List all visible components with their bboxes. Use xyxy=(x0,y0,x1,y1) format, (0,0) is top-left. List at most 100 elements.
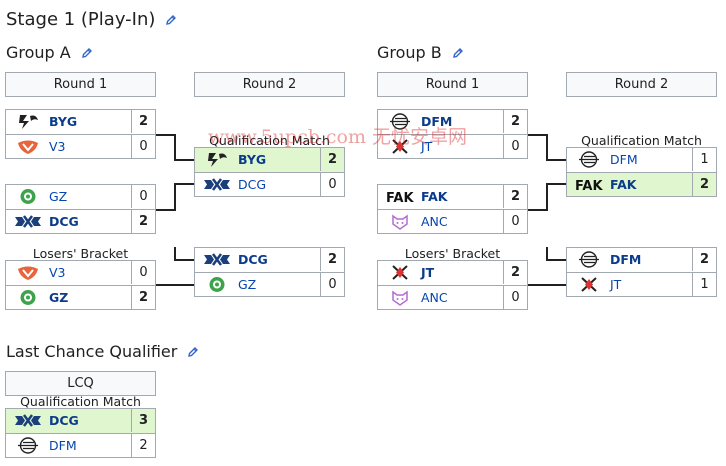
team-name[interactable]: JT xyxy=(610,277,622,292)
bracket-connector xyxy=(546,247,548,260)
team-row: JT 2 xyxy=(378,261,527,285)
bracket-connector xyxy=(528,284,566,286)
team-name[interactable]: BYG xyxy=(49,114,78,129)
team-name[interactable]: DFM xyxy=(610,252,642,267)
team-row: DFM 2 xyxy=(378,110,527,134)
team-score: 0 xyxy=(503,286,527,309)
stage-title-text: Stage 1 (Play-In) xyxy=(6,9,156,30)
team-row: DFM 1 xyxy=(567,148,716,172)
group-b-qualification-match: DFM 1 FAK 2 xyxy=(566,147,717,197)
team-row: GZ 0 xyxy=(6,185,155,209)
team-row: FAK 2 xyxy=(378,185,527,209)
bracket-connector xyxy=(174,134,176,161)
team-row: DCG 0 xyxy=(195,172,344,196)
bracket-connector xyxy=(528,134,547,136)
team-name[interactable]: DCG xyxy=(49,214,79,229)
lcq-match: DCG 3 DFM 2 xyxy=(5,408,156,458)
team-row: ANC 0 xyxy=(378,209,527,233)
bracket-connector xyxy=(174,247,176,260)
jt-logo-icon xyxy=(386,263,414,282)
group-b-losers-match2: DFM 2 JT 1 xyxy=(566,247,717,297)
team-name[interactable]: GZ xyxy=(238,277,257,292)
team-row: DFM 2 xyxy=(567,248,716,272)
group-a-r1-match2: GZ 0 DCG 2 xyxy=(5,184,156,234)
dcg-logo-icon xyxy=(14,411,42,430)
group-b-r1-match1: DFM 2 JT 0 xyxy=(377,109,528,159)
pencil-icon[interactable] xyxy=(81,47,93,59)
group-a-losers-match2: DCG 2 GZ 0 xyxy=(194,247,345,297)
team-score: 0 xyxy=(320,273,344,296)
team-name[interactable]: GZ xyxy=(49,189,68,204)
group-a-title: Group A xyxy=(6,43,93,62)
team-name[interactable]: DCG xyxy=(238,252,268,267)
team-score: 2 xyxy=(131,286,155,309)
group-a-round1-header: Round 1 xyxy=(5,72,156,97)
team-score: 2 xyxy=(131,434,155,457)
group-b-round1-header: Round 1 xyxy=(377,72,528,97)
team-name[interactable]: JT xyxy=(421,139,433,154)
byg-logo-icon xyxy=(203,150,231,169)
team-name[interactable]: FAK xyxy=(421,189,448,204)
group-a-r1-match1: BYG 2 V3 0 xyxy=(5,109,156,159)
team-score: 2 xyxy=(131,110,155,133)
team-row: GZ 2 xyxy=(6,285,155,309)
jt-logo-icon xyxy=(575,275,603,294)
team-score: 2 xyxy=(320,248,344,271)
team-row: BYG 2 xyxy=(6,110,155,134)
team-row: DFM 2 xyxy=(6,433,155,457)
team-name[interactable]: GZ xyxy=(49,290,69,305)
team-name[interactable]: JT xyxy=(421,265,435,280)
team-name[interactable]: FAK xyxy=(610,177,637,192)
team-score: 2 xyxy=(131,210,155,233)
team-name[interactable]: DFM xyxy=(49,438,77,453)
pencil-icon[interactable] xyxy=(187,346,199,358)
fak-logo-icon xyxy=(575,175,603,194)
team-row: JT 1 xyxy=(567,272,716,296)
team-name[interactable]: V3 xyxy=(49,265,66,280)
team-row: DCG 2 xyxy=(6,209,155,233)
gz-logo-icon xyxy=(14,288,42,307)
anc-logo-icon xyxy=(386,288,414,307)
group-b-title-text: Group B xyxy=(377,43,442,62)
team-score: 3 xyxy=(131,409,155,432)
team-score: 2 xyxy=(503,185,527,208)
bracket-connector xyxy=(546,134,548,161)
pencil-icon[interactable] xyxy=(452,47,464,59)
gz-logo-icon xyxy=(14,187,42,206)
team-row: BYG 2 xyxy=(195,148,344,172)
team-name[interactable]: BYG xyxy=(238,152,267,167)
group-a-round2-header: Round 2 xyxy=(194,72,345,97)
dcg-logo-icon xyxy=(14,212,42,231)
group-b-title: Group B xyxy=(377,43,464,62)
team-row: V3 0 xyxy=(6,134,155,158)
team-score: 1 xyxy=(692,273,716,296)
bracket-connector xyxy=(174,159,194,161)
anc-logo-icon xyxy=(386,212,414,231)
team-row: FAK 2 xyxy=(567,172,716,196)
team-row: V3 0 xyxy=(6,261,155,285)
pencil-icon[interactable] xyxy=(165,14,177,26)
team-row: DCG 2 xyxy=(195,248,344,272)
bracket-connector xyxy=(174,183,194,185)
team-name[interactable]: DCG xyxy=(49,413,79,428)
fak-logo-icon xyxy=(386,187,414,206)
group-b-round2-header: Round 2 xyxy=(566,72,717,97)
team-name[interactable]: DFM xyxy=(610,152,638,167)
team-name[interactable]: ANC xyxy=(421,214,448,229)
v3-logo-icon xyxy=(14,137,42,156)
group-a-title-text: Group A xyxy=(6,43,71,62)
team-row: GZ 0 xyxy=(195,272,344,296)
team-score: 2 xyxy=(503,261,527,284)
team-score: 2 xyxy=(692,248,716,271)
jt-logo-icon xyxy=(386,137,414,156)
bracket-connector xyxy=(174,259,194,261)
team-name[interactable]: V3 xyxy=(49,139,66,154)
team-name[interactable]: ANC xyxy=(421,290,448,305)
lcq-title: Last Chance Qualifier xyxy=(6,342,199,361)
team-score: 0 xyxy=(131,135,155,158)
bracket-connector xyxy=(546,259,566,261)
team-name[interactable]: DFM xyxy=(421,114,453,129)
team-name[interactable]: DCG xyxy=(238,177,267,192)
team-score: 0 xyxy=(503,135,527,158)
v3-logo-icon xyxy=(14,263,42,282)
